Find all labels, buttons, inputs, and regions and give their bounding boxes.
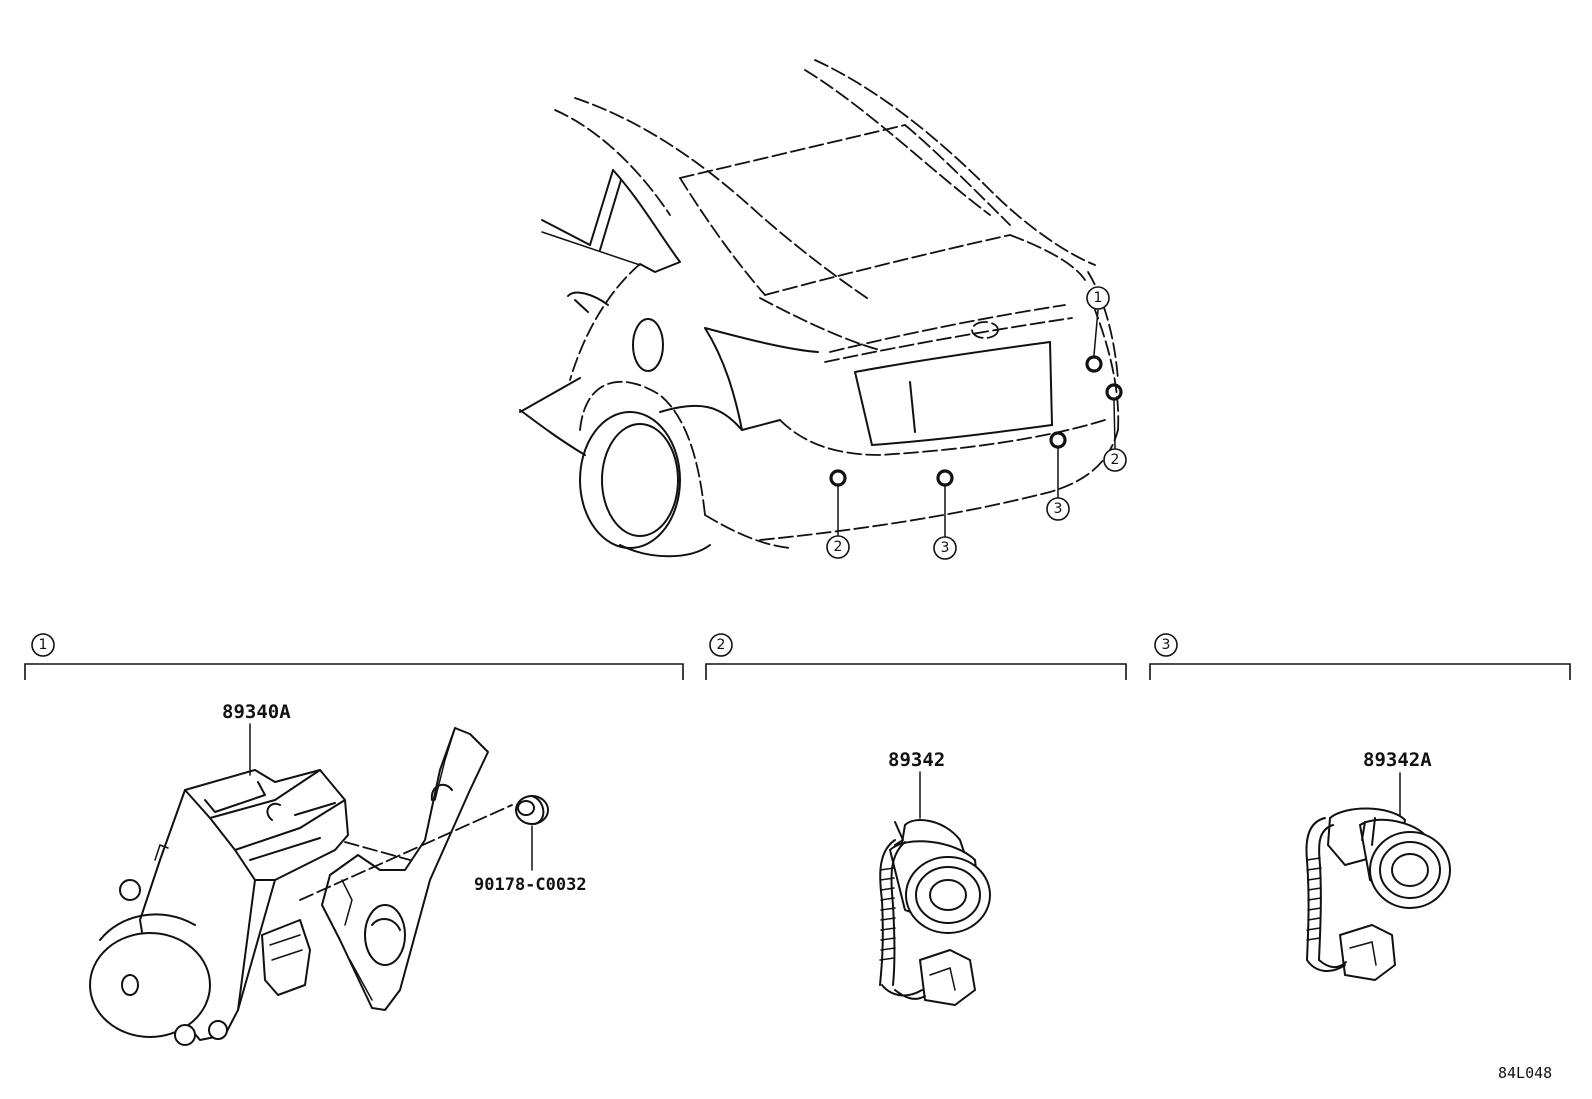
group-3-number: 3 — [1162, 637, 1171, 653]
vehicle-sensor-dot — [1049, 431, 1067, 449]
vehicle-callout-label: 1 — [1094, 290, 1103, 306]
part-sensor-89342 — [879, 771, 991, 1006]
vehicle-sensor-dot — [1085, 355, 1103, 373]
group-2-number: 2 — [717, 637, 726, 653]
vehicle-callout-1: 1 — [1086, 286, 1110, 310]
vehicle-callout-2-right: 2 — [1103, 448, 1127, 472]
vehicle-callout-2-left: 2 — [826, 535, 850, 559]
part-ecu-assembly — [89, 723, 513, 1046]
vehicle-sensor-dot — [936, 469, 954, 487]
part-sensor-89342A — [1305, 772, 1451, 981]
vehicle-callout-label: 2 — [1111, 452, 1120, 468]
vehicle-sensor-dot — [829, 469, 847, 487]
vehicle-sensor-dot — [1105, 383, 1123, 401]
part-number-90178-C0032: 90178-C0032 — [474, 875, 587, 895]
part-number-89342A: 89342A — [1363, 749, 1432, 771]
vehicle-callout-label: 2 — [834, 539, 843, 555]
group-2-marker: 2 — [709, 633, 733, 657]
vehicle-callout-label: 3 — [941, 540, 950, 556]
group-3-bracket — [1149, 663, 1571, 680]
group-3-marker: 3 — [1154, 633, 1178, 657]
vehicle-callout-3-center: 3 — [933, 536, 957, 560]
part-clip — [515, 795, 549, 871]
diagram-reference: 84L048 — [1498, 1064, 1552, 1082]
part-number-89342: 89342 — [888, 749, 945, 771]
group-1-bracket — [24, 663, 684, 680]
group-2-bracket — [705, 663, 1127, 680]
part-number-89340A: 89340A — [222, 701, 291, 723]
group-1-marker: 1 — [31, 633, 55, 657]
vehicle-callout-label: 3 — [1054, 501, 1063, 517]
vehicle-callout-3-right: 3 — [1046, 497, 1070, 521]
group-1-number: 1 — [39, 637, 48, 653]
vehicle-rear-view — [519, 59, 1123, 558]
